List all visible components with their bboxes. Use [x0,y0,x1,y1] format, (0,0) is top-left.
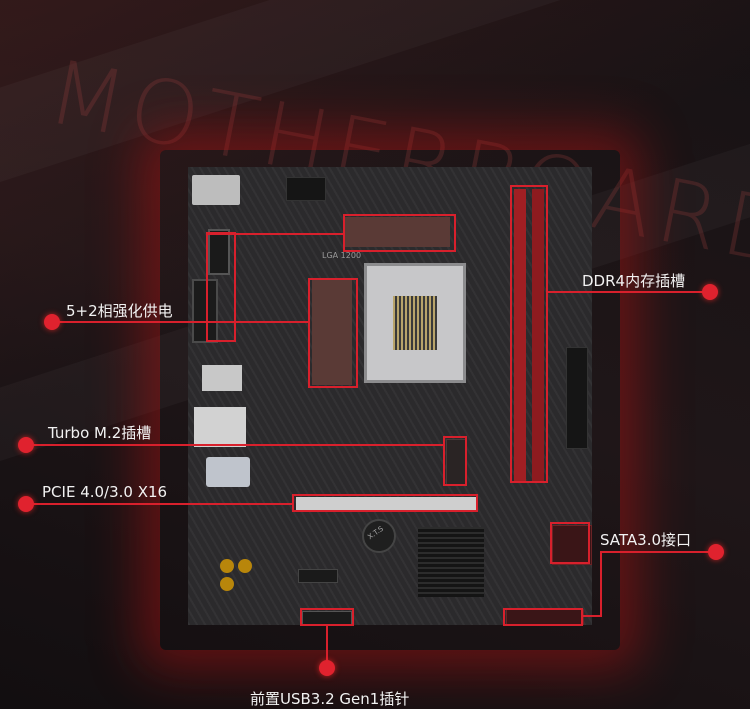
m2-highlight [443,436,467,486]
brand-text: X.T.S [366,524,385,542]
usb-callout-dot [319,660,335,676]
vrm-callout-label: 5+2相强化供电 [66,302,173,320]
m2-callout-line [26,444,444,446]
sata-callout-line [600,551,716,553]
io-lan-port [194,407,246,447]
io-usb-port [192,175,240,205]
m2-callout-label: Turbo M.2插槽 [48,424,152,442]
usb-header-highlight [300,608,354,626]
dram-highlight [510,185,548,483]
ddr4-callout-label: DDR4内存插槽 [582,272,686,290]
pcie-callout-line [26,503,294,505]
sata-callout-vertical [600,551,602,617]
sata-callout-bottom [583,615,602,617]
capacitor [220,559,234,573]
pcie-x1-slot [298,569,338,583]
cpu-socket [364,263,466,383]
vrm-top-highlight [343,214,456,252]
pch-heatsink [418,527,484,597]
capacitor [238,559,252,573]
usb-callout-label: 前置USB3.2 Gen1插针 [250,690,410,708]
vrm-callout-line [52,321,310,323]
dram-slot-a [514,189,526,481]
sata-callout-dot [708,544,724,560]
sata-ports [552,525,592,565]
vrm-chokes-left [312,279,352,385]
vrm-chokes-top [344,217,450,247]
sata-highlight [550,522,590,564]
io-audio-jacks [206,457,250,487]
motherboard: LGA 1200 X.T.S [188,167,592,625]
vrm-callout-dot [44,314,60,330]
capacitor [220,577,234,591]
ddr4-callout-line [548,291,710,293]
socket-pins [393,296,437,350]
io-vga-port [208,229,230,275]
vrm-left-highlight [308,278,358,388]
pcie-x16-slot [296,497,476,511]
io-highlight [206,232,236,342]
bios-chip: X.T.S [362,519,396,553]
cpu-power-connector [286,177,326,201]
m2-callout-dot [18,437,34,453]
atx-24pin [566,347,588,449]
socket-label: LGA 1200 [322,251,362,260]
pcie-callout-dot [18,496,34,512]
usb-callout-line [326,626,328,668]
ddr4-callout-dot [702,284,718,300]
pcie-callout-label: PCIE 4.0/3.0 X16 [42,483,168,501]
pcie-highlight [292,494,478,512]
io-dvi-port [192,279,218,343]
vrm-callout-line-top [206,233,344,235]
io-usb-stack [202,365,242,391]
sata-callout-label: SATA3.0接口 [600,531,692,549]
sata-bottom-highlight [503,608,583,626]
dram-slot-b [532,189,544,481]
